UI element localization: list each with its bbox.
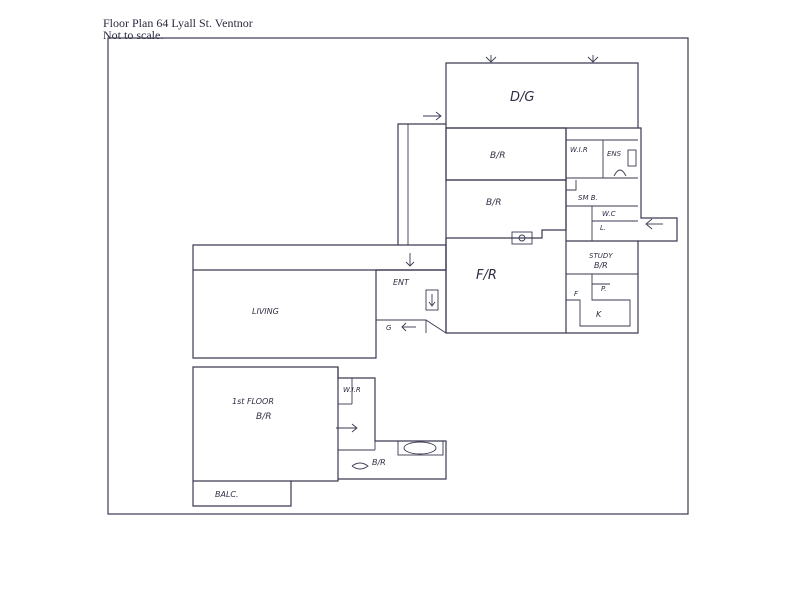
label-f: F xyxy=(574,290,579,298)
upper-wing xyxy=(445,62,678,334)
label-first-floor-br: B/R xyxy=(256,412,271,422)
label-g: G xyxy=(386,324,392,332)
label-k: K xyxy=(596,310,602,319)
label-dg: D/G xyxy=(510,90,534,105)
entry-area xyxy=(376,111,447,334)
label-balc: BALC. xyxy=(215,490,239,499)
label-p: P. xyxy=(601,285,606,293)
label-ens: ENS xyxy=(607,150,622,158)
label-fr: F/R xyxy=(476,268,497,283)
label-wir2: W.I.R xyxy=(343,386,361,394)
plan-title: Floor Plan 64 Lyall St. Ventnor xyxy=(103,16,253,30)
label-ent: ENT xyxy=(393,278,410,287)
label-br2: B/R xyxy=(486,198,501,208)
label-l: L. xyxy=(600,224,606,232)
label-living: LIVING xyxy=(252,307,279,316)
label-br1: B/R xyxy=(490,151,505,161)
label-study-br: B/R xyxy=(594,261,608,270)
label-study: STUDY xyxy=(589,252,613,260)
label-wir1: W.I.R xyxy=(570,146,588,154)
label-first-floor: 1st FLOOR xyxy=(232,397,274,406)
first-floor xyxy=(192,366,447,507)
label-wc: W.C xyxy=(602,210,616,218)
label-sm-b: SM B. xyxy=(578,194,598,202)
label-br3: B/R xyxy=(372,458,386,467)
living-block xyxy=(192,244,447,359)
page-frame xyxy=(107,37,689,515)
